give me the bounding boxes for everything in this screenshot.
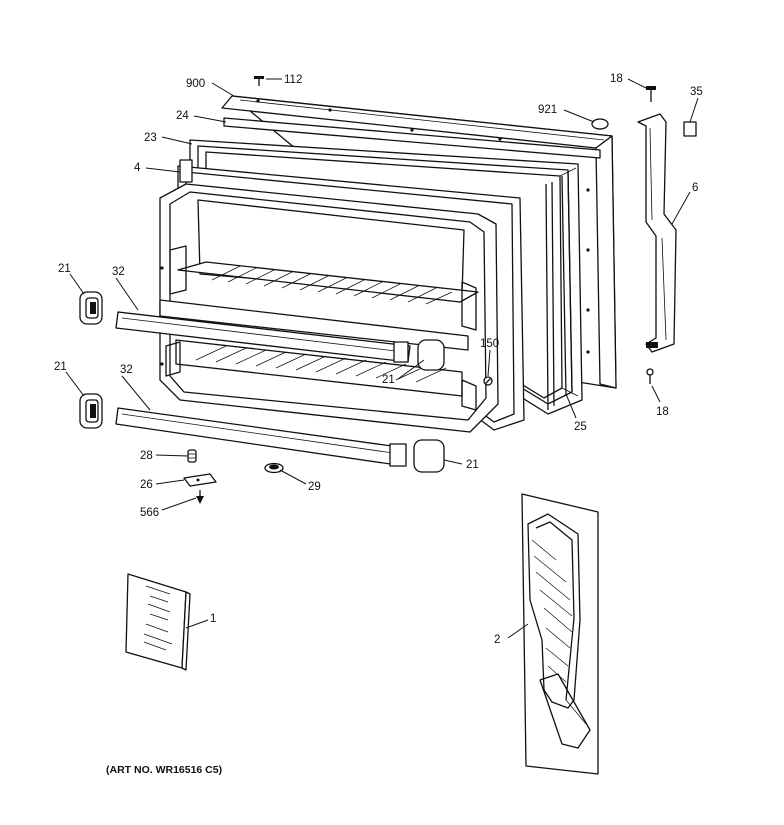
callout-4: 4 <box>134 162 141 174</box>
handle-screw-top <box>646 86 656 102</box>
callout-35: 35 <box>690 86 703 98</box>
callout-32-a: 32 <box>112 266 125 278</box>
door-liner <box>159 183 499 433</box>
screw-112 <box>254 76 264 86</box>
shelf-end-cap-right-lower <box>413 439 445 473</box>
shelf-end-cap-left-upper <box>79 291 103 325</box>
shelf-end-cap-right-upper <box>417 339 445 371</box>
callout-566: 566 <box>140 507 159 519</box>
art-number-caption: (ART NO. WR16516 C5) <box>106 764 223 776</box>
shelf-bar-lower <box>115 407 407 467</box>
callout-112: 112 <box>284 74 302 86</box>
callout-2: 2 <box>494 634 500 646</box>
callout-18-bottom: 18 <box>656 406 669 418</box>
callout-150: 150 <box>480 338 499 350</box>
callout-900: 900 <box>186 78 205 90</box>
callout-32-b: 32 <box>120 364 133 376</box>
callout-28: 28 <box>140 450 153 462</box>
door-seal-strip <box>545 171 573 411</box>
leader-lines <box>65 78 699 639</box>
door-handle <box>637 113 677 353</box>
hinge-bracket-26 <box>183 473 217 487</box>
door-plug <box>591 118 609 130</box>
trim-strip <box>223 117 601 159</box>
callout-21-b: 21 <box>54 361 67 373</box>
handle-screw-bottom <box>646 368 654 384</box>
screw-150 <box>483 376 493 386</box>
callout-21-d: 21 <box>466 459 479 471</box>
callout-921: 921 <box>538 104 557 116</box>
callout-labels: 900 112 24 23 4 921 18 35 6 21 32 21 32 … <box>54 73 703 646</box>
door-insulation-panel <box>521 493 599 775</box>
stud-28 <box>187 449 197 463</box>
callout-21-c: 21 <box>382 374 395 386</box>
screw-566 <box>196 490 204 504</box>
callout-18-top: 18 <box>610 73 623 85</box>
shelf-bar-upper <box>115 311 411 363</box>
callout-21-a: 21 <box>58 263 71 275</box>
callout-26: 26 <box>140 479 153 491</box>
bushing-29 <box>264 462 284 474</box>
callout-25: 25 <box>574 421 587 433</box>
callout-23: 23 <box>144 132 157 144</box>
shelf-end-cap-left-lower <box>79 393 103 429</box>
owners-manual <box>125 573 191 671</box>
callout-24: 24 <box>176 110 189 122</box>
callout-6: 6 <box>692 182 698 194</box>
handle-cap <box>683 121 697 137</box>
callout-1: 1 <box>210 613 216 625</box>
callout-29: 29 <box>308 481 321 493</box>
